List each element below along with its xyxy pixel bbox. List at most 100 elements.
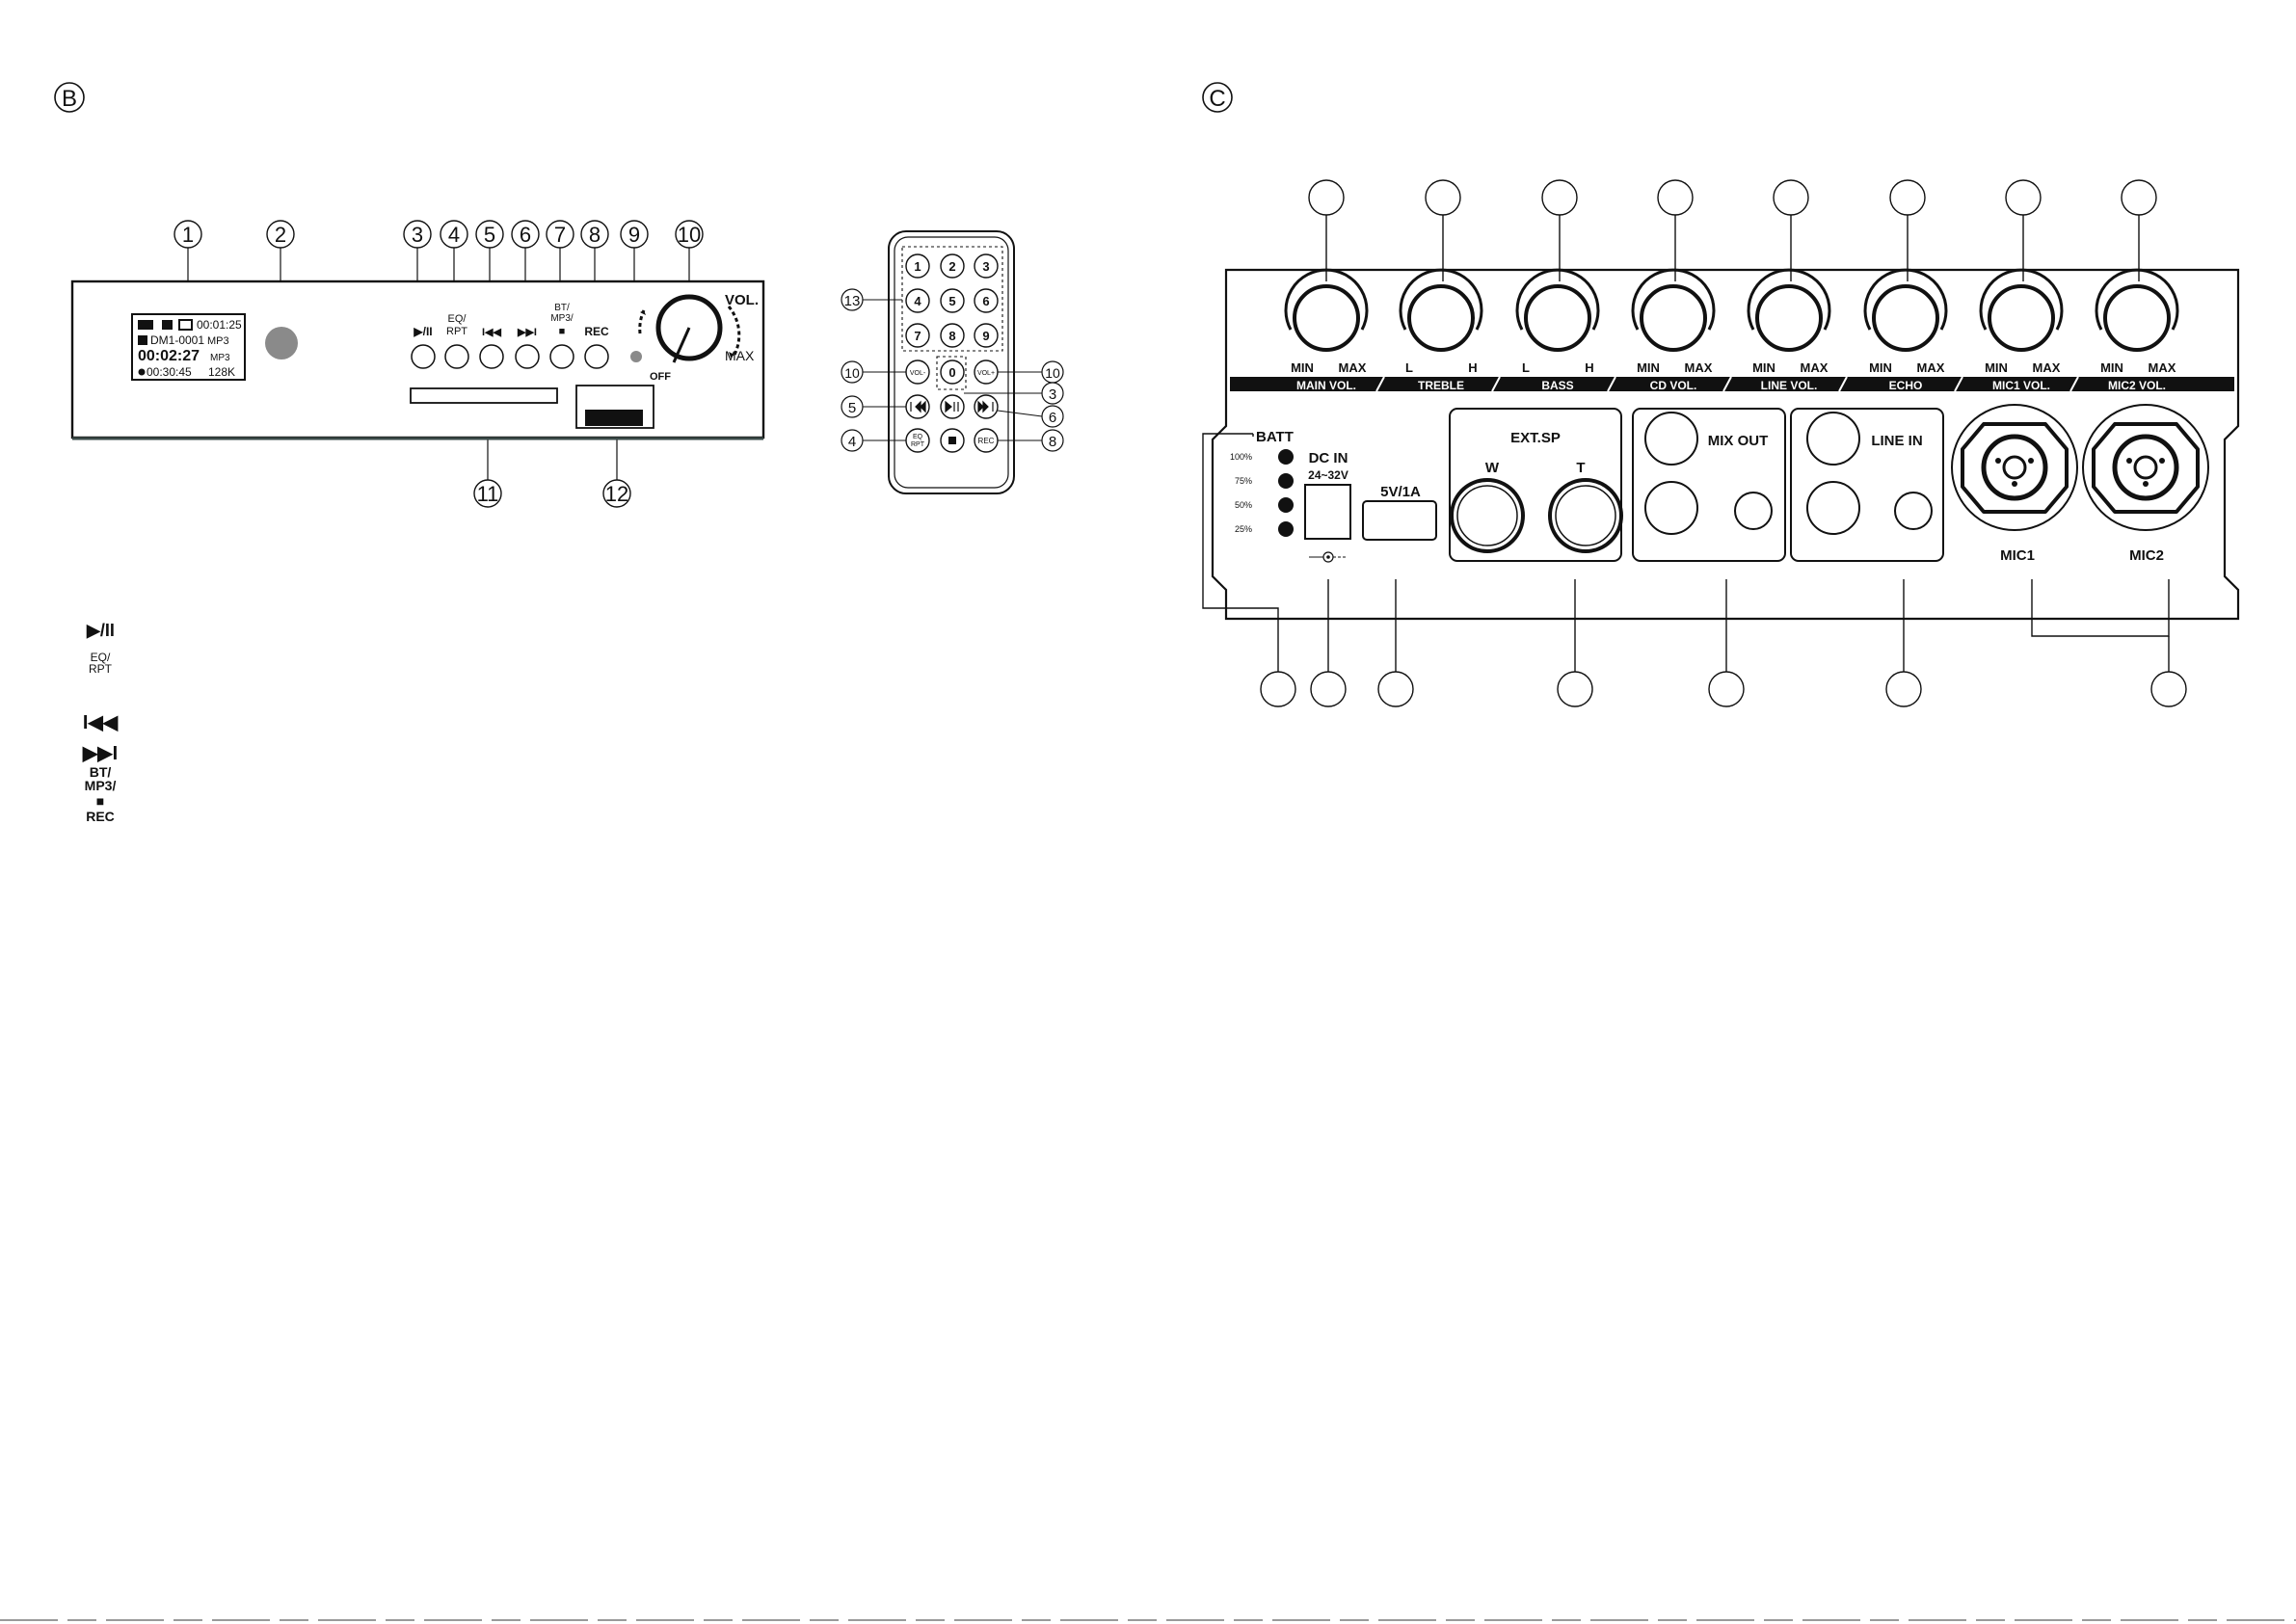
svg-text:3: 3: [412, 223, 423, 247]
svg-text:MIN: MIN: [1869, 360, 1892, 375]
mix-out-jack[interactable]: [1734, 492, 1773, 530]
svg-text:H: H: [1468, 360, 1477, 375]
next-icon: [977, 400, 994, 413]
battery-indicator: BATT 100% 75% 50% 25%: [1230, 429, 1294, 537]
svg-text:8: 8: [948, 329, 955, 343]
remote-callouts: 13 10 10 3 5 6 4 8: [841, 288, 1064, 452]
knob-line-vol[interactable]: MIN MAX LINE VOL.: [1747, 268, 1831, 392]
key-7[interactable]: 7: [905, 323, 930, 348]
svg-text:1: 1: [182, 223, 194, 247]
panel-c-top-callouts: [1308, 179, 2157, 281]
remote-callout-5: 5: [841, 395, 864, 418]
callout-1: 1: [174, 220, 202, 249]
svg-text:VOL+: VOL+: [977, 370, 995, 377]
key-1[interactable]: 1: [905, 253, 930, 279]
svg-text:MAX: MAX: [1801, 360, 1829, 375]
svg-text:1: 1: [914, 259, 921, 274]
mix-out-rca-1[interactable]: [1644, 412, 1698, 466]
mode-button[interactable]: [549, 344, 574, 369]
legend: ▶/II EQ/ RPT I◀◀ ▶▶I BT/ MP3/ ■ REC: [82, 621, 119, 824]
prev-button[interactable]: [479, 344, 504, 369]
legend-mode-3: ■: [96, 793, 104, 809]
mix-out: MIX OUT: [1632, 408, 1786, 562]
svg-text:10: 10: [1045, 365, 1060, 381]
knob-bass[interactable]: L H BASS: [1515, 268, 1600, 392]
svg-text:25%: 25%: [1235, 524, 1252, 534]
remote-prev-key[interactable]: [905, 394, 930, 419]
stop-icon: [948, 437, 956, 444]
callout-6: 6: [511, 220, 540, 249]
track-icon: [138, 335, 147, 345]
key-3[interactable]: 3: [974, 253, 999, 279]
vol-minus-key[interactable]: VOL-: [905, 359, 930, 385]
knob-main-vol[interactable]: MIN MAX MAIN VOL.: [1284, 268, 1369, 392]
svg-text:0: 0: [948, 365, 955, 380]
key-2[interactable]: 2: [940, 253, 965, 279]
next-button[interactable]: [515, 344, 540, 369]
line-in-jack[interactable]: [1894, 492, 1933, 530]
svg-text:7: 7: [554, 223, 566, 247]
eq-rpt-button[interactable]: [444, 344, 469, 369]
remote-stop-key[interactable]: [940, 428, 965, 453]
knob-treble[interactable]: L H TREBLE: [1399, 268, 1483, 392]
knob-mic2-vol[interactable]: MIN MAX MIC2 VOL.: [2095, 268, 2179, 392]
svg-text:5: 5: [848, 400, 856, 416]
svg-text:11: 11: [477, 482, 499, 506]
keypad-group: [901, 246, 1003, 352]
svg-text:MAX: MAX: [2149, 360, 2176, 375]
mic1-xlr-shell[interactable]: [1961, 422, 2069, 514]
callout-3: 3: [403, 220, 432, 249]
svg-text:10: 10: [678, 223, 701, 247]
line-in: LINE IN: [1790, 408, 1944, 562]
knob-row: MIN MAX MAIN VOL. L H TREBLE L H BASS: [1284, 268, 2179, 392]
svg-text:4: 4: [848, 434, 856, 450]
svg-text:2: 2: [275, 223, 286, 247]
key-4[interactable]: 4: [905, 288, 930, 313]
knob-echo[interactable]: MIN MAX ECHO: [1863, 268, 1948, 392]
rec-button[interactable]: [584, 344, 609, 369]
mix-out-rca-2[interactable]: [1644, 481, 1698, 535]
prev-icon: [910, 400, 926, 413]
line-in-rca-1[interactable]: [1806, 412, 1860, 466]
svg-text:6: 6: [520, 223, 531, 247]
legend-play-pause: ▶/II: [86, 621, 115, 640]
front-buttons: ▶/II EQ/ RPT I◀◀ ▶▶I BT/ MP3/ ■ REC: [411, 303, 609, 369]
remote-callout-13: 13: [841, 288, 864, 311]
callout-9: 9: [620, 220, 649, 249]
lcd-bitrate: 128K: [208, 365, 235, 379]
lcd-format-2: MP3: [210, 353, 230, 363]
remote-rec-key[interactable]: REC: [974, 428, 999, 453]
section-b-circle: [54, 82, 85, 113]
knob-mic1-vol[interactable]: MIN MAX MIC1 VOL.: [1979, 268, 2064, 392]
knob-cd-vol[interactable]: MIN MAX CD VOL.: [1631, 268, 1716, 392]
keypad: 1 2 3 4 5 6 7 8 9 0: [905, 253, 999, 385]
remote-play-key[interactable]: [940, 394, 965, 419]
key-8[interactable]: 8: [940, 323, 965, 348]
svg-text:BASS: BASS: [1541, 379, 1573, 392]
svg-text:13: 13: [844, 293, 861, 309]
callout-7: 7: [546, 220, 574, 249]
remote-next-key[interactable]: [974, 394, 999, 419]
ext-sp-w-jack[interactable]: [1450, 478, 1525, 553]
vol-plus-key[interactable]: VOL+: [974, 359, 999, 385]
svg-text:EXT.SP: EXT.SP: [1510, 430, 1561, 446]
remote-callout-8: 8: [1041, 429, 1064, 452]
mode-label-1: BT/: [554, 303, 570, 313]
svg-text:MIC1 VOL.: MIC1 VOL.: [1992, 379, 2050, 392]
svg-text:RPT: RPT: [911, 441, 925, 448]
key-6[interactable]: 6: [974, 288, 999, 313]
svg-text:2: 2: [948, 259, 955, 274]
svg-text:5: 5: [484, 223, 495, 247]
mic2-xlr-shell[interactable]: [2092, 422, 2200, 514]
key-5[interactable]: 5: [940, 288, 965, 313]
key-0[interactable]: 0: [940, 359, 965, 385]
ext-sp-t-jack[interactable]: [1548, 478, 1623, 553]
line-in-rca-2[interactable]: [1806, 481, 1860, 535]
play-pause-button[interactable]: [411, 344, 436, 369]
dc-in-jack[interactable]: [1304, 484, 1351, 540]
key-9[interactable]: 9: [974, 323, 999, 348]
svg-text:CD VOL.: CD VOL.: [1650, 379, 1697, 392]
svg-text:LINE VOL.: LINE VOL.: [1761, 379, 1818, 392]
usb-charge-port[interactable]: [1362, 500, 1437, 541]
